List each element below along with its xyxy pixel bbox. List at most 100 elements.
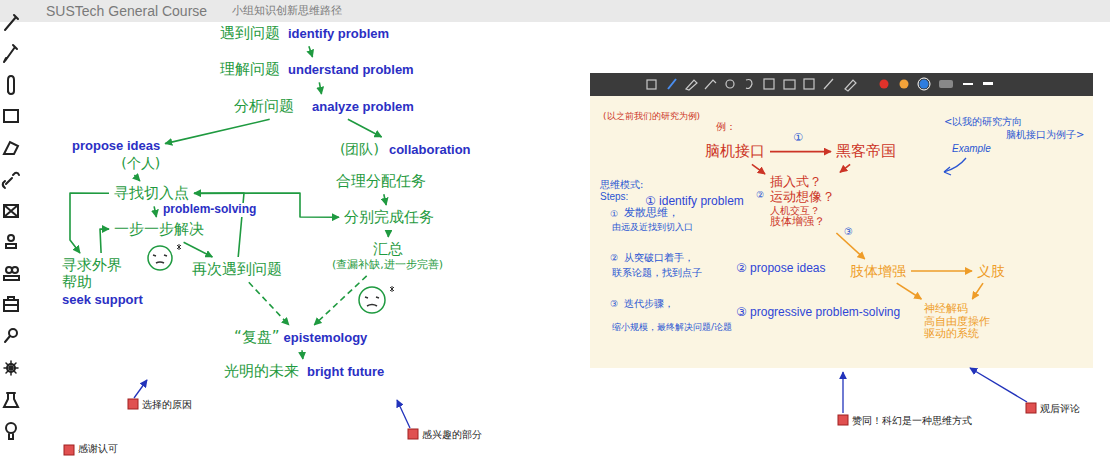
handwritten-note: (以之前我们的研究为例): [603, 111, 700, 121]
step-text: 一步一步解决: [114, 221, 204, 238]
comment-label: 选择的原因: [142, 399, 192, 411]
bulb-icon: [6, 423, 16, 433]
tool-icon: [845, 80, 856, 91]
tool-icon: [686, 80, 697, 90]
handwritten-note: Steps:: [600, 191, 628, 203]
flow-step: 汇总(查漏补缺,进一步完善): [330, 240, 445, 273]
tool-icon: [804, 79, 814, 89]
star-doodle: [177, 244, 181, 250]
step-text: bright future: [307, 365, 384, 380]
handwritten-note: <以我的研究方向: [944, 116, 1022, 128]
step-text: 寻找切入点: [114, 185, 189, 202]
flow-step: 理解问题understand problem: [218, 60, 416, 79]
flow-arrow: [165, 119, 270, 143]
page-title: SUSTech General Course: [46, 3, 207, 19]
comment-label: 赞同！科幻是一种思维方式: [852, 415, 972, 427]
note-icon: [1026, 403, 1036, 413]
face-features: [153, 255, 167, 263]
step-text: (查漏补缺,进一步完善): [332, 259, 443, 272]
leader-line: [842, 372, 843, 413]
subtitle: 小组知识创新思维路径: [232, 5, 342, 18]
face-features: [365, 297, 379, 306]
pencil-icon: [5, 15, 18, 30]
leader-line: [970, 368, 1027, 402]
flow-step: propose ideas(个人): [70, 138, 162, 172]
link-icon: [3, 173, 19, 188]
flow-arrow: [154, 206, 156, 217]
step-text: 义肢: [977, 263, 1005, 279]
flow-arrow: [911, 270, 972, 272]
step-text: seek support: [62, 293, 143, 308]
flow-step: 遇到问题identify problem: [218, 24, 391, 43]
box-cross-icon: [4, 205, 18, 217]
flow-arrow: [384, 194, 386, 205]
people-head-icon: [12, 267, 18, 273]
window-icon: [4, 110, 18, 122]
handwritten-note: 例：: [716, 121, 736, 133]
step-text: 插入式？: [770, 175, 822, 190]
color-dot: [920, 80, 929, 89]
step-text: 人机交互？: [770, 205, 820, 217]
flow-arrow: [309, 46, 313, 57]
step-text: 寻求外界帮助: [62, 257, 124, 292]
flow-arrow: [770, 151, 831, 153]
width-swatch: [963, 83, 973, 85]
step-text: 运动想像？: [770, 190, 835, 205]
face-outline: [359, 287, 385, 313]
doodle-arrow-head: [944, 167, 951, 175]
tool-icon: [647, 80, 656, 89]
flow-step: 一步一步解决: [112, 220, 206, 239]
handwritten-note: 由远及近找到切入口: [612, 222, 693, 232]
callout-number: ①: [610, 209, 618, 219]
clip-icon: [8, 76, 14, 94]
note-icon: [838, 415, 848, 425]
flow-step: 再次遇到问题: [190, 260, 284, 279]
flow-step: 寻找切入点: [112, 184, 191, 203]
step-text: 分析问题: [234, 98, 294, 115]
tool-icon: [746, 80, 752, 89]
step-heading: ③ progressive problem-solving: [736, 306, 900, 320]
handwritten-note: 发散思维，: [624, 207, 679, 220]
flow-arrow: [348, 119, 382, 137]
flow-step: 光明的未来bright future: [222, 362, 386, 381]
people-body-icon: [4, 276, 19, 280]
box-icon: [4, 205, 18, 217]
flow-arrow: [314, 276, 367, 325]
tool-icon: [668, 79, 676, 89]
color-dot: [900, 80, 909, 89]
flow-step: (团队) collaboration: [338, 140, 473, 159]
step-text: 肢体增强: [850, 263, 906, 279]
note-icon: [64, 445, 74, 455]
comment-label: 感谢认可: [78, 443, 118, 455]
flow-arrow: [319, 82, 321, 94]
step-text: 汇总: [373, 241, 403, 258]
whiteboard-panel: [590, 96, 1093, 368]
step-text: 黑客帝国: [836, 143, 896, 160]
step-text: 合理分配任务: [336, 173, 426, 190]
flow-step: 寻求外界帮助seek support: [60, 256, 145, 308]
callout-number: ③: [610, 299, 618, 309]
flow-step: 分析问题analyze problem: [232, 97, 416, 116]
step-text: (团队): [340, 141, 379, 157]
flow-step: 脑机接口: [703, 142, 767, 161]
step-text: (个人): [121, 155, 160, 171]
face-doodle: [359, 286, 394, 313]
brush-icon: [4, 45, 17, 62]
flow-step: 神经解码高自由度操作驱动的系统: [922, 302, 992, 342]
toolbar-icons: [3, 15, 19, 439]
step-text: “复盘”: [234, 329, 280, 346]
color-dot: [880, 80, 889, 89]
flow-arrow: [897, 283, 922, 299]
step-text: 神经解码: [924, 303, 968, 316]
step-text: 肢体增强？: [770, 216, 825, 229]
case-handle-icon: [4, 297, 18, 305]
note-icon: [128, 399, 138, 409]
comment-label: 感兴趣的部分: [422, 429, 482, 441]
step-text: identify problem: [288, 27, 389, 42]
flow-step: 插入式？运动想像？人机交互？肢体增强？: [768, 174, 837, 230]
step-text: collaboration: [389, 143, 471, 158]
flow-arrow: [387, 230, 389, 237]
step-text: understand problem: [288, 63, 414, 78]
step-text: 驱动的系统: [924, 328, 979, 341]
